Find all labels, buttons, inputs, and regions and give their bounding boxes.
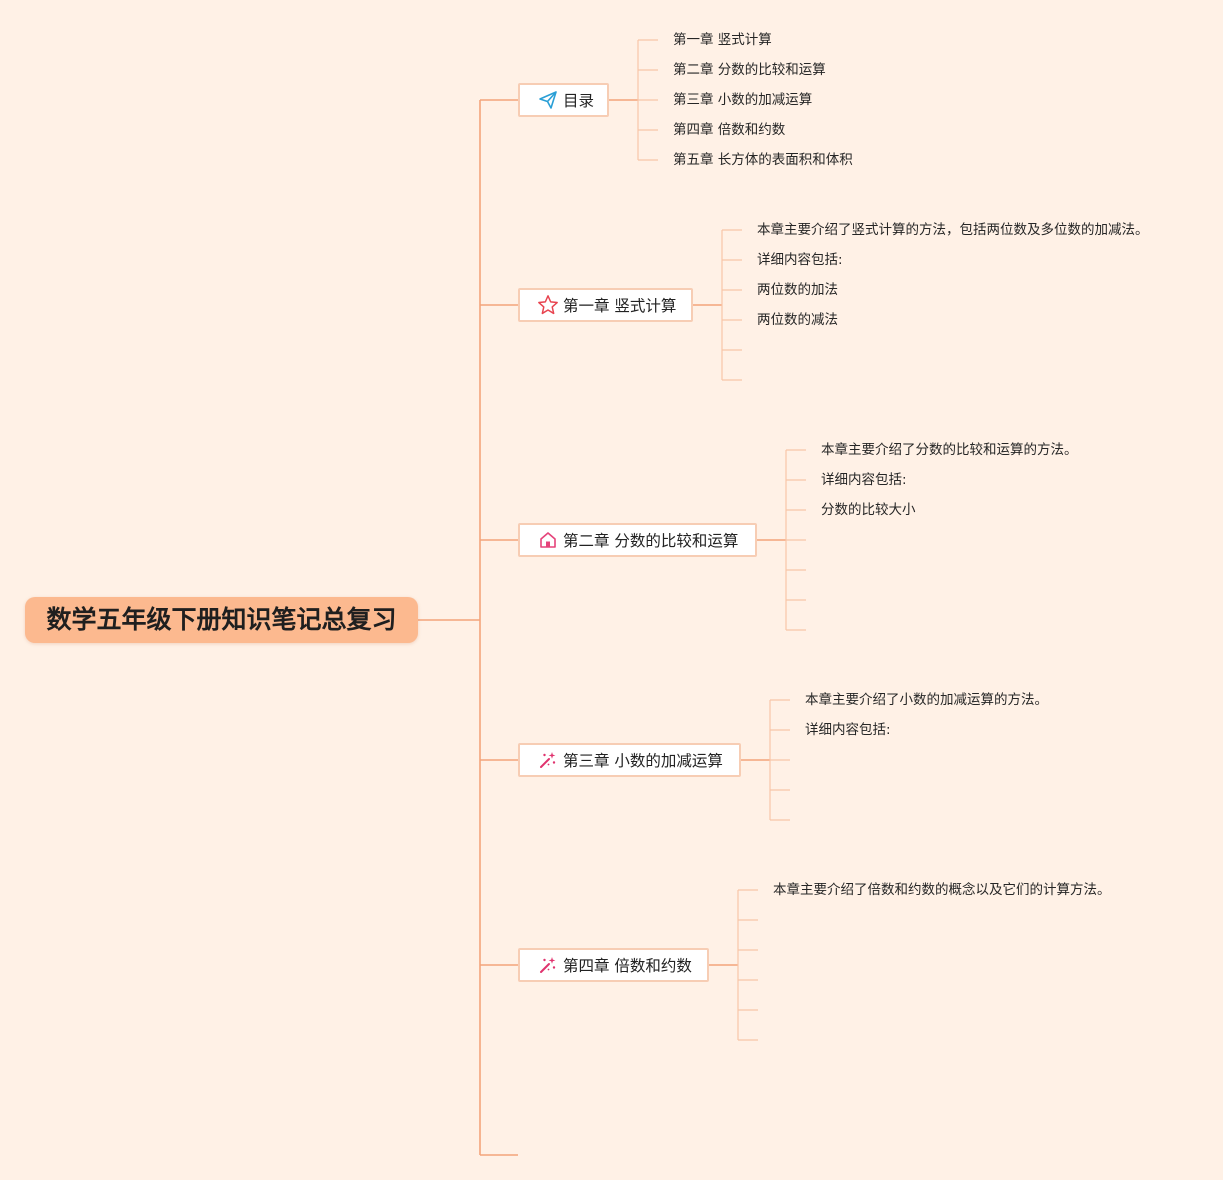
chapter-4-note[interactable]: 本章主要介绍了倍数和约数的概念以及它们的计算方法。: [773, 882, 1111, 898]
toc-item[interactable]: 第四章 倍数和约数: [673, 122, 786, 138]
chapter-1-note[interactable]: 两位数的减法: [757, 312, 838, 328]
chapter-2-note[interactable]: 详细内容包括:: [821, 472, 907, 488]
chapter-2-note[interactable]: 本章主要介绍了分数的比较和运算的方法。: [821, 442, 1078, 458]
branch-label: 第二章 分数的比较和运算: [563, 532, 739, 550]
branch-label: 第四章 倍数和约数: [563, 957, 692, 975]
toc-item[interactable]: 第一章 竖式计算: [673, 32, 772, 48]
chapter-1-note[interactable]: 本章主要介绍了竖式计算的方法，包括两位数及多位数的加减法。: [757, 222, 1149, 238]
branch-node-chapter-3[interactable]: 第三章 小数的加减运算: [518, 743, 741, 777]
toc-item[interactable]: 第三章 小数的加减运算: [673, 92, 813, 108]
chapter-3-note[interactable]: 本章主要介绍了小数的加减运算的方法。: [805, 692, 1048, 708]
branch-label: 第一章 竖式计算: [563, 297, 677, 315]
paper-plane-icon: [537, 89, 559, 111]
chapter-3-note[interactable]: 详细内容包括:: [805, 722, 891, 738]
toc-item[interactable]: 第五章 长方体的表面积和体积: [673, 152, 853, 168]
magic-wand-icon: [537, 749, 559, 771]
branch-node-toc[interactable]: 目录: [518, 83, 609, 117]
branch-node-chapter-4[interactable]: 第四章 倍数和约数: [518, 948, 709, 982]
home-icon: [537, 529, 559, 551]
chapter-2-note[interactable]: 分数的比较大小: [821, 502, 916, 518]
branch-node-chapter-1[interactable]: 第一章 竖式计算: [518, 288, 693, 322]
toc-item[interactable]: 第二章 分数的比较和运算: [673, 62, 826, 78]
star-icon: [537, 294, 559, 316]
magic-wand-icon: [537, 954, 559, 976]
branch-label: 目录: [563, 92, 595, 110]
chapter-1-note[interactable]: 两位数的加法: [757, 282, 838, 298]
chapter-1-note[interactable]: 详细内容包括:: [757, 252, 843, 268]
root-topic[interactable]: 数学五年级下册知识笔记总复习: [25, 597, 418, 643]
branch-label: 第三章 小数的加减运算: [563, 752, 723, 770]
branch-node-chapter-2[interactable]: 第二章 分数的比较和运算: [518, 523, 757, 557]
